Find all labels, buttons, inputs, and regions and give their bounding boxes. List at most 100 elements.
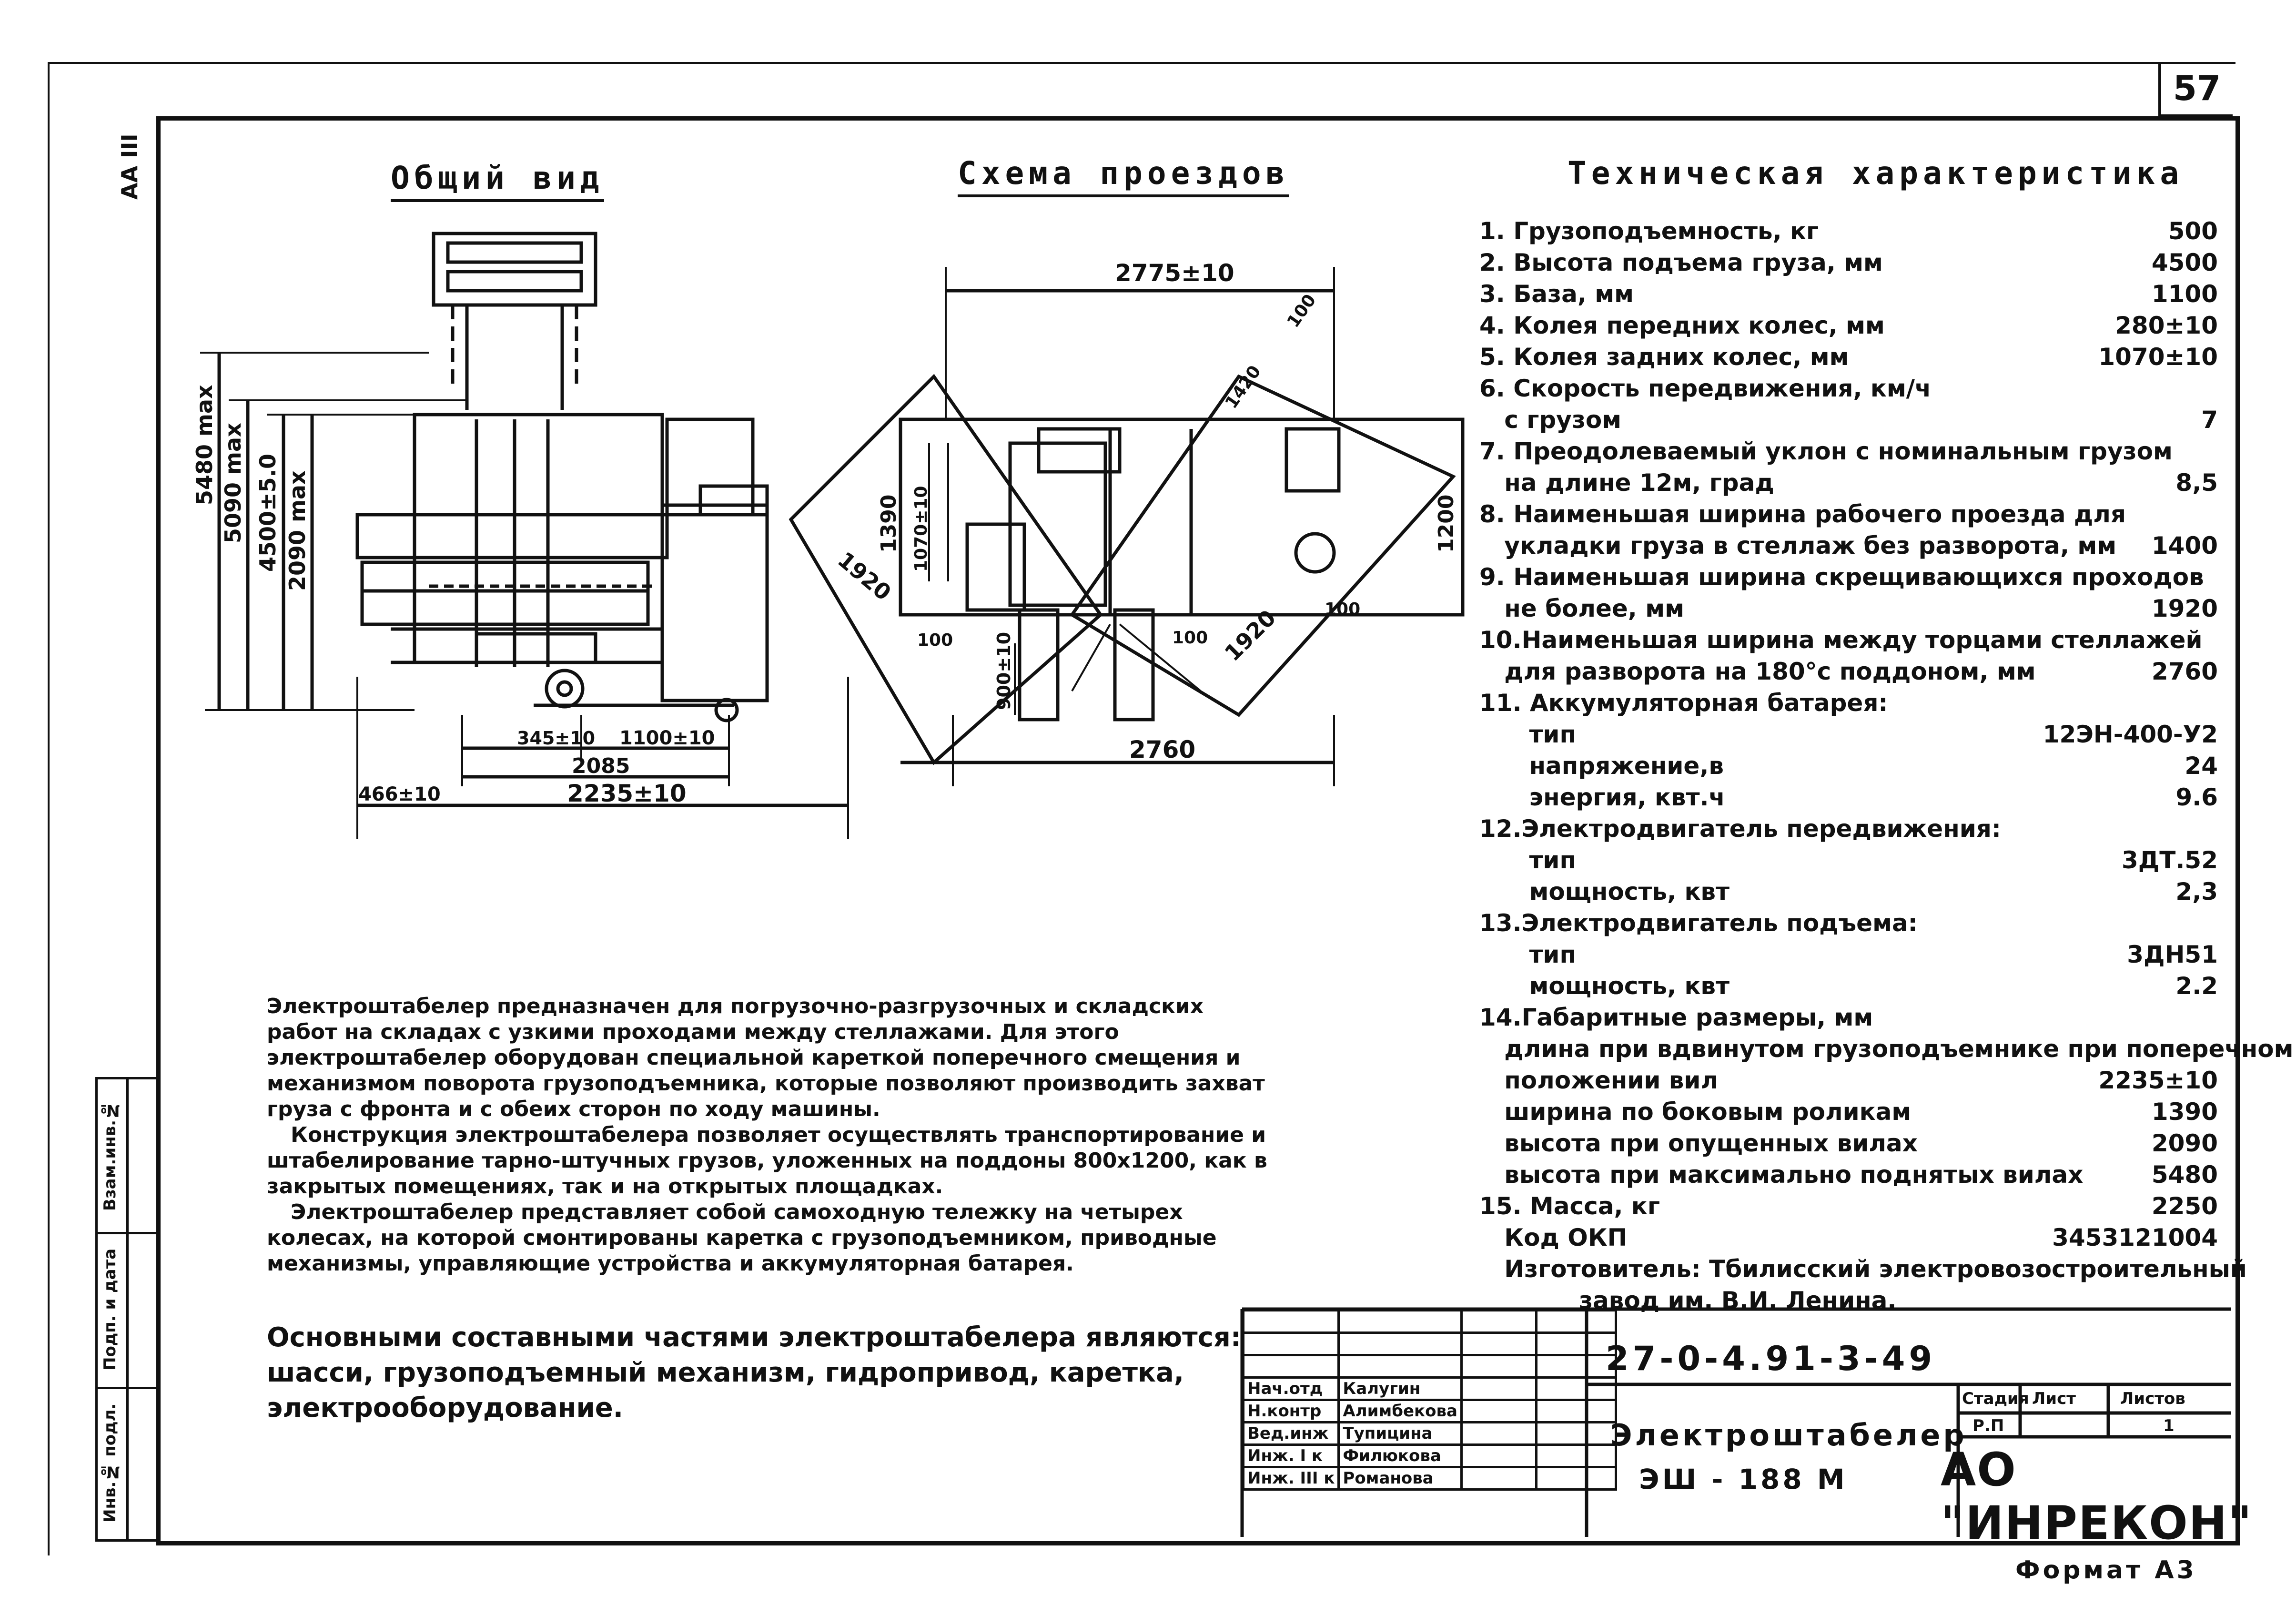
stage-value: Р.П [1972,1416,2004,1435]
spec-value: 3453121004 [2052,1224,2218,1251]
main-parts-text: Основными составными частями электроштаб… [267,1322,1242,1423]
spec-label: 8. Наименьшая ширина рабочего проезда дл… [1479,500,2126,528]
dim-1390: 1390 [877,495,901,553]
spec-label: 4. Колея передних колес, мм [1479,312,1885,339]
spec-row: 11. Аккумуляторная батарея: [1479,691,2218,715]
signer-role: Вед.инж [1242,1421,1340,1446]
general-view-dimension-text: 5480 max 5090 max 4500±5.0 2090 max 345±… [192,385,715,807]
sheet-format: Формат А3 [2015,1556,2197,1585]
spec-label: для разворота на 180°с поддоном, мм [1479,658,2036,685]
spec-label: напряжение,в [1479,752,1724,780]
signer-role: Инж. I к [1242,1443,1340,1468]
dim-100-c: 100 [1325,600,1360,619]
general-view-heading: Общий вид [391,160,604,202]
spec-label: не более, мм [1479,595,1684,622]
spec-value: 8,5 [2175,469,2218,497]
page-number: 57 [2158,62,2233,117]
dim-1920-left: 1920 [833,547,896,606]
spec-row: не более, мм 1920 [1479,597,2218,620]
document-number: 27-0-4.91-3-49 [1606,1339,1936,1378]
spec-value: 3ДН51 [2127,941,2218,968]
dim-100-a: 100 [917,630,953,650]
spec-label: 5. Колея задних колес, мм [1479,343,1849,371]
description-paragraph: Конструкция электроштабелера позволяет о… [267,1123,1267,1199]
signer-role: Н.контр [1242,1399,1340,1423]
spec-value: 2,3 [2175,878,2218,905]
spec-value: 2090 [2151,1129,2218,1157]
spec-label: энергия, квт.ч [1479,783,1725,811]
spec-value: 1920 [2151,595,2218,622]
dim-2085: 2085 [572,754,630,778]
spec-label: высота при опущенных вилах [1479,1129,1918,1157]
spec-value: 1390 [2151,1098,2218,1126]
spec-row: 9. Наименьшая ширина скрещивающихся прох… [1479,565,2218,589]
outer-frame [48,62,2235,1555]
sheets-value: 1 [2163,1416,2175,1435]
drawing-title: Электроштабелер [1610,1418,1967,1453]
dim-900: 900±10 [993,632,1014,710]
dim-5480: 5480 max [192,385,217,505]
spec-label: 11. Аккумуляторная батарея: [1479,689,1888,717]
dim-100-top: 100 [1284,291,1320,331]
spec-label: 10.Наименьшая ширина между торцами стелл… [1479,626,2203,654]
spec-row: Изготовитель: Тбилисский электровозостро… [1479,1257,2247,1281]
description-paragraph: Электроштабелер предназначен для погрузо… [267,994,1265,1121]
spec-label: мощность, квт [1479,878,1730,905]
dim-1200: 1200 [1434,495,1458,553]
signer-name: Филюкова [1337,1443,1463,1468]
sheets-header: Листов [2120,1389,2185,1408]
scheme-heading: Схема проездов [958,155,1290,197]
spec-row: мощность, квт 2,3 [1479,880,2218,904]
spec-label: 2. Высота подъема груза, мм [1479,249,1883,276]
spec-value: 2250 [2151,1192,2218,1220]
dim-2235: 2235±10 [567,780,687,807]
spec-label: тип [1479,846,1577,874]
spec-value: 7 [2201,406,2218,434]
inner-frame [156,116,2240,1545]
spec-value: 1070±10 [2098,343,2218,371]
dim-2760: 2760 [1129,736,1195,763]
spec-value: 2.2 [2175,972,2218,1000]
spec-label: 12.Электродвигатель передвижения: [1479,815,2001,843]
dim-345: 345±10 [517,728,595,749]
dim-1070: 1070±10 [911,486,931,572]
spec-label: 9. Наименьшая ширина скрещивающихся прох… [1479,563,2204,591]
spec-label: 7. Преодолеваемый уклон с номинальным гр… [1479,437,2173,465]
spec-label: высота при максимально поднятых вилах [1479,1161,2084,1189]
spec-row: 7. Преодолеваемый уклон с номинальным гр… [1479,439,2218,463]
spec-value: 2760 [2151,658,2218,685]
spec-label: тип [1479,941,1577,968]
spec-row: 2. Высота подъема груза, мм 4500 [1479,251,2218,274]
spec-label: 1. Грузоподъемность, кг [1479,217,1819,245]
signer-role: Нач.отд [1242,1376,1340,1401]
spec-label: мощность, квт [1479,972,1730,1000]
spec-row: тип 3ДН51 [1479,943,2218,966]
description-paragraph: Электроштабелер представляет собой самох… [267,1200,1217,1276]
signer-role: Инж. III к [1242,1466,1340,1491]
spec-label: 3. База, мм [1479,280,1634,308]
spec-value: 9.6 [2175,783,2218,811]
description: Электроштабелер предназначен для погрузо… [267,994,1267,1277]
spec-row: 5. Колея задних колес, мм 1070±10 [1479,345,2218,369]
spec-row: 13.Электродвигатель подъема: [1479,911,2218,935]
dim-2090: 2090 max [284,470,310,591]
spec-row: 12.Электродвигатель передвижения: [1479,817,2218,841]
spec-row: 10.Наименьшая ширина между торцами стелл… [1479,628,2218,652]
general-view-drawing [200,232,849,839]
drawing-model: ЭШ - 188 М [1639,1463,1848,1495]
spec-row: для разворота на 180°с поддоном, мм 2760 [1479,660,2218,683]
specs-heading: Техническая характеристика [1568,155,2184,192]
spec-row: 8. Наименьшая ширина рабочего проезда дл… [1479,502,2218,526]
scheme-drawing [789,267,1465,786]
spec-value: 4500 [2151,249,2218,276]
